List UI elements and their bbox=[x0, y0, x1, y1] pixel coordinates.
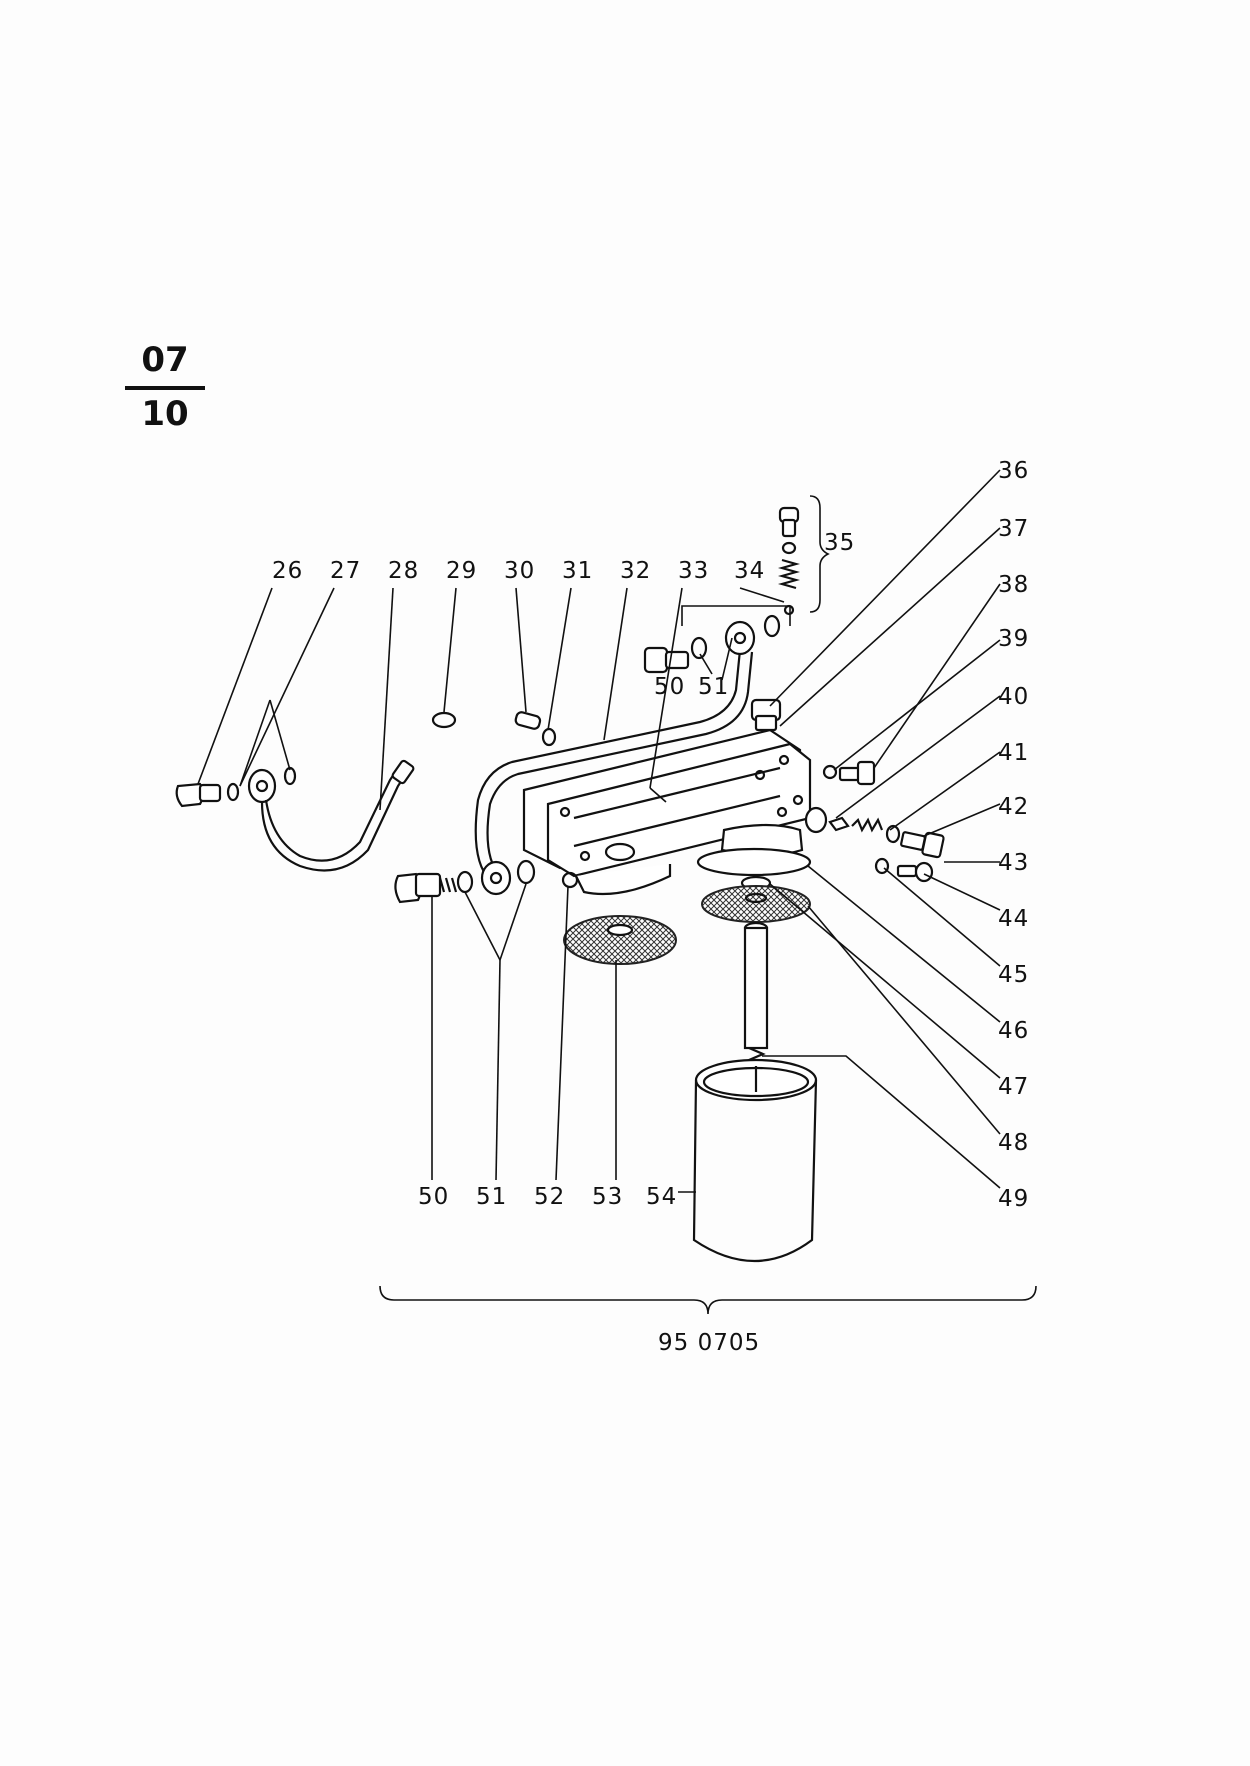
callout-36: 36 bbox=[998, 458, 1029, 484]
callout-33: 33 bbox=[678, 558, 709, 584]
leader-lines bbox=[197, 469, 1037, 1315]
callout-inset-50: 50 bbox=[654, 674, 685, 700]
part-50-52-lower-banjo bbox=[394, 859, 536, 904]
callout-43: 43 bbox=[998, 850, 1029, 876]
callout-40: 40 bbox=[998, 684, 1029, 710]
callout-labels: 26 27 28 29 30 31 32 33 34 35 36 37 38 3… bbox=[272, 458, 1029, 1356]
callout-26: 26 bbox=[272, 558, 303, 584]
part-36-cap-nut bbox=[750, 698, 782, 732]
part-44-45-screw-washer bbox=[874, 857, 934, 883]
callout-42: 42 bbox=[998, 794, 1029, 820]
callout-53: 53 bbox=[592, 1184, 623, 1210]
callout-30: 30 bbox=[504, 558, 535, 584]
callout-51: 51 bbox=[476, 1184, 507, 1210]
callout-52: 52 bbox=[534, 1184, 565, 1210]
callout-44: 44 bbox=[998, 906, 1029, 932]
part-38-39-washer-bolt bbox=[822, 760, 876, 786]
callout-37: 37 bbox=[998, 516, 1029, 542]
callout-38: 38 bbox=[998, 572, 1029, 598]
part-49-centre-tube bbox=[743, 921, 769, 1074]
part-29-o-ring bbox=[431, 711, 457, 729]
part-inset-banjo-bolt bbox=[643, 614, 781, 674]
part-28-oil-pipe bbox=[247, 759, 415, 872]
callout-54: 54 bbox=[646, 1184, 677, 1210]
callout-46: 46 bbox=[998, 1018, 1029, 1044]
callout-41: 41 bbox=[998, 740, 1029, 766]
part-26-banjo-bolt bbox=[175, 782, 222, 808]
part-35-relief-valve-set bbox=[777, 506, 801, 616]
callout-34: 34 bbox=[734, 558, 765, 584]
callout-27: 27 bbox=[330, 558, 361, 584]
section-divider bbox=[125, 386, 205, 390]
part-30-dowel-pin bbox=[514, 711, 542, 730]
callout-32: 32 bbox=[620, 558, 651, 584]
callout-29: 29 bbox=[446, 558, 477, 584]
part-46-gasket bbox=[696, 847, 812, 877]
callout-48: 48 bbox=[998, 1130, 1029, 1156]
callout-35: 35 bbox=[824, 530, 855, 556]
callout-28: 28 bbox=[388, 558, 419, 584]
callout-31: 31 bbox=[562, 558, 593, 584]
callout-49: 49 bbox=[998, 1186, 1029, 1212]
callout-47: 47 bbox=[998, 1074, 1029, 1100]
part-32-return-pipe bbox=[474, 649, 754, 896]
callout-45: 45 bbox=[998, 962, 1029, 988]
part-31-ring bbox=[541, 727, 557, 747]
callout-39: 39 bbox=[998, 626, 1029, 652]
section-number-top: 07 bbox=[141, 340, 189, 380]
part-40-43-bypass-valve bbox=[828, 816, 945, 859]
callout-inset-51: 51 bbox=[698, 674, 729, 700]
assembly-number: 95 0705 bbox=[658, 1330, 760, 1356]
section-number-bottom: 10 bbox=[141, 394, 189, 434]
part-53-filter-disc bbox=[563, 915, 677, 965]
callout-50: 50 bbox=[418, 1184, 449, 1210]
part-54-filter-canister bbox=[692, 1058, 818, 1263]
